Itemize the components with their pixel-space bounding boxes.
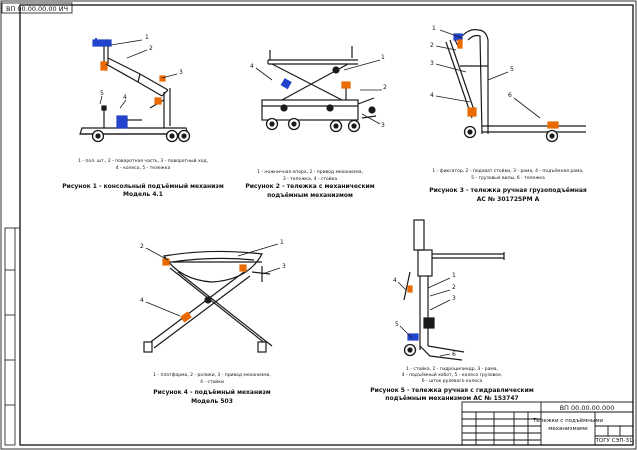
figure-1-callout: 3 [179,69,183,76]
title-block [461,401,634,446]
figure-4-callouts: 1 2 3 4 [140,239,286,304]
figure-5-callout: 2 [452,284,456,291]
figure-5-text: 1 - стойка, 2 - гидроцилиндр, 3 - рама, … [370,365,534,402]
figure-3-callouts: 1 2 3 4 5 6 [430,25,514,99]
figure-1-legend-line-2: 4 - колесо, 5 - тележка [116,165,171,171]
figure-5-legend-line-3: 6 - шток рулевого колеса [422,378,483,384]
figure-1-callouts: 1 2 3 4 5 [100,34,183,101]
figure-1-callout: 2 [149,45,153,52]
figure-2-callout: 1 [381,54,385,61]
organization: ТОГУ СЭП-31 [595,438,633,444]
figure-5-callout: 3 [452,295,456,302]
figure-2-drawing [261,46,377,133]
figure-1-drawing [79,38,191,143]
figure-2-text: 1 - ножничная опора, 2 - привод механизм… [245,169,374,199]
figure-5-callout: 5 [395,321,399,328]
figure-4-callout: 3 [282,263,286,270]
figure-2-legend-line-1: 1 - ножничная опора, 2 - привод механизм… [257,169,363,175]
figure-4-leaders [145,243,281,317]
figure-1-callout: 5 [100,90,104,97]
figure-2-callout: 4 [250,63,254,70]
figure-5-callout: 6 [452,351,456,358]
figure-4-callout: 2 [140,243,144,250]
figure-5-callouts: 1 2 3 4 5 6 [393,272,456,358]
figure-4-drawing [143,250,273,353]
figure-5-leaders [397,277,451,357]
figure-1-text: 1 - пол. шт., 2 - поворотная часть, 3 - … [62,157,224,198]
figure-2-callouts: 1 2 3 4 [250,54,387,129]
figure-2-callout: 2 [383,84,387,91]
figure-4-caption-line-1: Рисунок 4 - подъёмный механизм [153,389,271,396]
figure-1-callout: 1 [145,34,149,41]
figure-3-callout: 2 [430,42,434,49]
code-stamp-text: ВП 00.00.00.00 ИЧ [6,5,68,13]
figure-2-leaders [255,59,382,125]
figure-1-legend-line-1: 1 - пол. шт., 2 - поворотная часть, 3 - … [78,157,208,164]
figure-2-legend-line-2: 3 - тележка, 4 - стойка [283,175,338,182]
figure-5-callout: 1 [452,272,456,279]
figure-4-callout: 4 [140,297,144,304]
figure-5-legend-line-2: 4 - подъёмный хобот, 5 - колесо грузовое… [402,371,503,378]
figure-3-callout: 6 [508,92,512,99]
figure-1-leaders [99,39,178,109]
figure-2-callout: 3 [381,122,385,129]
figure-4-callout: 1 [280,239,284,246]
drawing-designation: ВП 00.00.00.000 [560,404,615,412]
figure-4-legend-line-1: 1 - платформа, 2 - ролики, 3 - привод ме… [153,372,271,378]
figure-3-caption-line-1: Рисунок 3 - тележка ручная грузоподъёмна… [429,187,587,194]
figure-3-text: 1 - фиксатор, 2 - подхват стойки, 3 - ра… [429,167,587,203]
figure-3-callout: 4 [430,92,434,99]
figure-4-caption-line-2: Модель 503 [191,398,233,405]
inner-frame [19,4,634,446]
figure-5-callout: 4 [393,277,397,284]
drawing-name-line-2: механизмами [548,426,588,432]
figure-2-caption-line-2: подъёмным механизмом [267,192,353,199]
figure-5-caption-line-2: подъёмным механизмом АС № 153747 [385,395,518,402]
figure-1-caption-line-1: Рисунок 1 - консольный подъёмный механиз… [62,183,224,190]
figure-4-legend-line-2: 4 - стойки [200,378,224,385]
figure-1-callout: 4 [123,94,127,101]
figure-5-drawing [403,219,505,361]
figure-5-caption-line-1: Рисунок 5 - тележка ручная с гидравличес… [370,387,534,394]
figure-3-callout: 5 [510,66,514,73]
figure-3-callout: 1 [432,25,436,32]
figure-3-callout: 3 [430,60,434,67]
drawing-name-line-1: Тележки с подъёмными [532,418,603,424]
figure-5-legend-line-1: 1 - стойка, 2 - гидроцилиндр, 3 - рама, [406,365,498,372]
figure-4-text: 1 - платформа, 2 - ролики, 3 - привод ме… [153,372,271,405]
title-block-text: ВП 00.00.00.000 Тележки с подъёмными мех… [532,404,632,444]
figure-1-caption-line-2: Модель 4.1 [123,191,163,198]
figure-3-caption-line-2: АС № 301725РМ А [477,196,540,203]
code-stamp: ВП 00.00.00.00 ИЧ [1,2,73,14]
figure-3-legend-line-1: 1 - фиксатор, 2 - подхват стойки, 3 - ра… [432,167,583,174]
figure-3-legend-line-2: 5 - грузовые вилы, 6 - тележка [471,175,545,181]
figure-3-leaders [435,29,541,119]
figure-3-drawing [445,29,586,143]
binding-strip [4,227,20,446]
figure-2-caption-line-1: Рисунок 2 - тележка с механическим [245,183,374,190]
